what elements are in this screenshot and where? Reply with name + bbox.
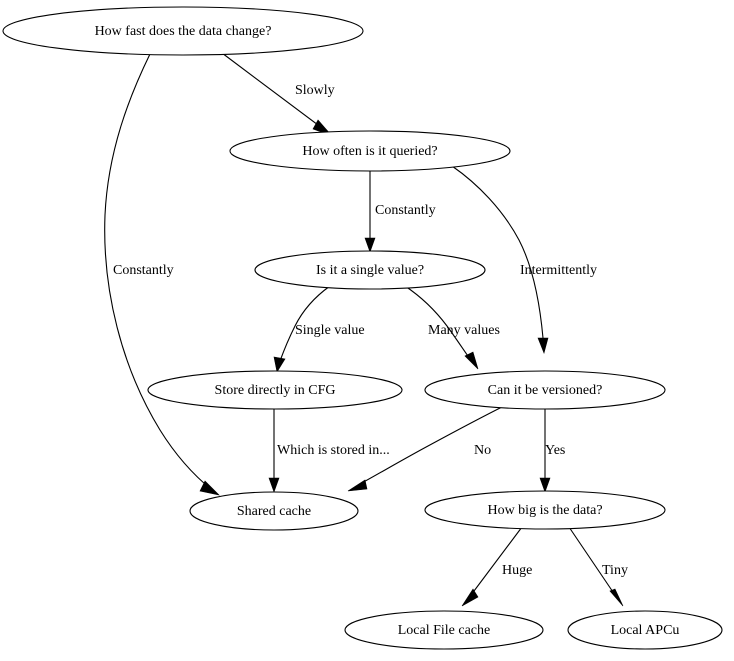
edge-line: [359, 405, 505, 485]
edge-label-which-is-stored-in: Which is stored in...: [277, 443, 390, 458]
arrowhead-icon: [273, 356, 286, 373]
arrowhead-icon: [609, 588, 624, 607]
nodes-layer: How fast does the data change? How often …: [2, 6, 723, 650]
edge-labels-layer: ConstantlySlowlyConstantlyIntermittently…: [113, 83, 628, 578]
node-how-often-is-it-queried[interactable]: How often is it queried?: [229, 130, 511, 172]
edge-label-slowly: Slowly: [295, 83, 335, 98]
edge-label-yes: Yes: [545, 443, 565, 458]
node-shape[interactable]: [424, 370, 666, 410]
node-label: Can it be versioned?: [488, 383, 603, 398]
node-can-it-be-versioned[interactable]: Can it be versioned?: [424, 370, 666, 410]
node-how-fast-does-the-data-change[interactable]: How fast does the data change?: [2, 6, 364, 56]
node-how-big-is-the-data[interactable]: How big is the data?: [424, 490, 666, 530]
edge-single-value: [273, 285, 331, 373]
edge-label-no: No: [474, 443, 491, 458]
arrowhead-icon: [464, 351, 479, 370]
node-local-apcu[interactable]: Local APCu: [567, 610, 723, 650]
node-shape[interactable]: [344, 610, 544, 650]
edge-line: [104, 53, 213, 491]
node-shared-cache[interactable]: Shared cache: [189, 491, 359, 531]
edge-constantly: [104, 53, 220, 496]
edge-label-constantly: Constantly: [113, 263, 174, 278]
edge-label-huge: Huge: [502, 563, 532, 578]
edge-label-single-value: Single value: [295, 323, 365, 338]
node-shape[interactable]: [189, 491, 359, 531]
edge-huge: [461, 526, 523, 607]
edge-intermittently: [451, 165, 549, 354]
edge-line: [279, 285, 331, 362]
edge-label-intermittently: Intermittently: [520, 263, 597, 278]
node-shape[interactable]: [147, 370, 403, 410]
edge-label-constantly: Constantly: [375, 203, 436, 218]
arrowhead-icon: [537, 337, 549, 354]
node-label: How fast does the data change?: [95, 24, 272, 39]
edge-label-tiny: Tiny: [602, 563, 628, 578]
edge-yes: [539, 409, 551, 493]
arrowhead-icon: [461, 588, 479, 607]
node-shape[interactable]: [424, 490, 666, 530]
edge-many-values: [404, 285, 479, 370]
node-is-it-a-single-value[interactable]: Is it a single value?: [254, 250, 486, 290]
edge-line: [470, 526, 523, 596]
node-label: Is it a single value?: [316, 263, 424, 278]
edge-constantly: [364, 171, 376, 253]
edge-line: [451, 165, 544, 339]
edge-which-is-stored-in: [268, 409, 280, 493]
node-label: Local File cache: [398, 623, 491, 638]
arrowhead-icon: [268, 477, 280, 493]
node-label: How often is it queried?: [302, 144, 437, 159]
edge-line: [221, 52, 323, 129]
node-store-directly-in-cfg[interactable]: Store directly in CFG: [147, 370, 403, 410]
node-shape[interactable]: [2, 6, 364, 56]
node-shape[interactable]: [567, 610, 723, 650]
node-local-file-cache[interactable]: Local File cache: [344, 610, 544, 650]
node-label: Store directly in CFG: [215, 383, 336, 398]
node-shape[interactable]: [254, 250, 486, 290]
node-label: Local APCu: [611, 623, 680, 638]
edge-line: [568, 526, 616, 596]
arrowhead-icon: [347, 479, 368, 492]
node-label: How big is the data?: [487, 503, 602, 518]
edge-line: [404, 285, 471, 360]
arrowhead-icon: [364, 237, 376, 253]
edge-no: [347, 405, 505, 492]
arrowhead-icon: [539, 477, 551, 493]
edge-label-many-values: Many values: [428, 323, 500, 338]
node-shape[interactable]: [229, 130, 511, 172]
edge-tiny: [568, 526, 624, 607]
node-label: Shared cache: [237, 504, 311, 519]
arrowhead-icon: [199, 480, 220, 496]
